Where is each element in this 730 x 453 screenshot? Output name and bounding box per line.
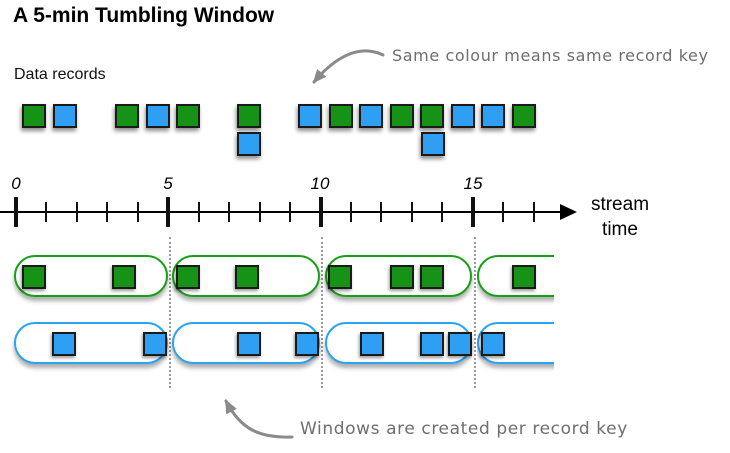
axis-major-tick (319, 197, 323, 227)
stream-time-label: stream time (584, 192, 656, 242)
window-record-square-green (22, 265, 46, 289)
axis-major-tick (471, 197, 475, 227)
tumbling-window-blue (14, 322, 168, 364)
axis-minor-tick (106, 202, 108, 222)
window-record-square-green (328, 265, 352, 289)
record-square-green (115, 104, 139, 128)
axis-minor-tick (502, 202, 504, 222)
window-record-square-blue (52, 332, 76, 356)
axis-tick-label: 5 (163, 174, 173, 193)
axis-minor-tick (198, 202, 200, 222)
record-square-green (512, 104, 536, 128)
top-annotation-arrow-icon (312, 49, 385, 84)
record-square-blue (146, 104, 170, 128)
window-record-square-green (112, 265, 136, 289)
axis-minor-tick (380, 202, 382, 222)
axis-minor-tick (350, 202, 352, 222)
stream-time-axis (0, 211, 562, 213)
window-record-square-green (420, 265, 444, 289)
window-record-square-blue (481, 332, 505, 356)
bottom-annotation-arrow-icon (224, 399, 294, 439)
record-square-blue (53, 104, 77, 128)
axis-minor-tick (137, 202, 139, 222)
axis-minor-tick (228, 202, 230, 222)
window-record-square-blue (360, 332, 384, 356)
record-square-green (390, 104, 414, 128)
record-square-green (22, 104, 46, 128)
axis-minor-tick (76, 202, 78, 222)
axis-arrowhead-icon (560, 204, 577, 220)
stream-time-line2: time (602, 219, 638, 240)
axis-minor-tick (533, 202, 535, 222)
record-square-blue (359, 104, 383, 128)
axis-tick-label: 0 (11, 174, 21, 193)
window-record-square-green (235, 265, 259, 289)
window-boundary-line (321, 237, 323, 388)
window-record-square-blue (295, 332, 319, 356)
axis-minor-tick (411, 202, 413, 222)
window-boundary-line (169, 237, 171, 388)
axis-minor-tick (289, 202, 291, 222)
window-record-square-blue (448, 332, 472, 356)
record-square-blue (237, 132, 261, 156)
axis-minor-tick (441, 202, 443, 222)
record-square-blue (451, 104, 475, 128)
axis-major-tick (14, 197, 18, 227)
stream-time-line1: stream (590, 194, 650, 215)
record-square-green (329, 104, 353, 128)
window-record-square-blue (237, 332, 261, 356)
window-boundary-line (474, 237, 476, 388)
window-record-square-blue (143, 332, 167, 356)
axis-minor-tick (259, 202, 261, 222)
window-record-square-green (390, 265, 414, 289)
record-square-green (420, 104, 444, 128)
annotation-windows-per-key: Windows are created per record key (300, 419, 628, 439)
window-record-square-green (512, 265, 536, 289)
record-square-blue (481, 104, 505, 128)
axis-major-tick (166, 197, 170, 227)
record-square-green (176, 104, 200, 128)
window-record-square-blue (420, 332, 444, 356)
record-square-blue (298, 104, 322, 128)
page-title: A 5-min Tumbling Window (13, 4, 275, 27)
axis-tick-label: 15 (463, 174, 483, 193)
tumbling-window-blue (172, 322, 320, 364)
data-records-label: Data records (14, 66, 106, 83)
record-square-green (237, 104, 261, 128)
window-record-square-green (176, 265, 200, 289)
record-square-blue (421, 132, 445, 156)
axis-tick-label: 10 (310, 174, 330, 193)
axis-minor-tick (45, 202, 47, 222)
annotation-same-colour: Same colour means same record key (392, 46, 709, 65)
